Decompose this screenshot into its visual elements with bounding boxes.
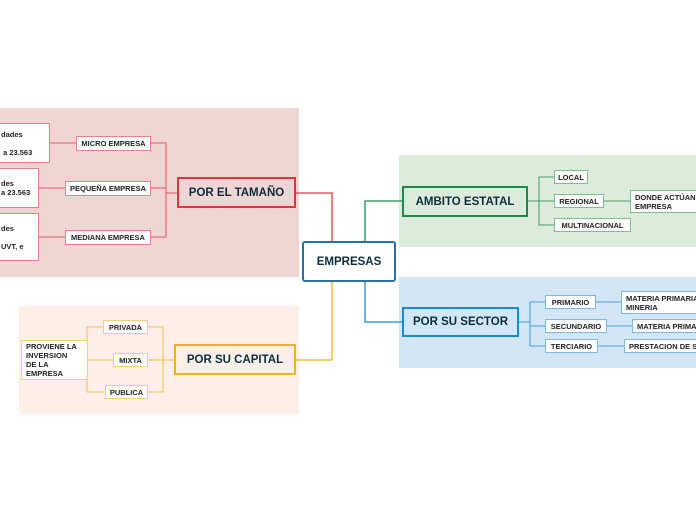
subtopic-primario[interactable]: PRIMARIO <box>545 295 596 309</box>
subtopic-multinacional[interactable]: MULTINACIONAL <box>554 218 631 232</box>
detail-materia-primaria-mineria[interactable]: MATERIA PRIMARIA MINERIA <box>621 291 696 314</box>
subtopic-pequena-empresa[interactable]: PEQUEÑA EMPRESA <box>65 181 151 196</box>
topic-por-su-capital[interactable]: POR SU CAPITAL <box>174 344 296 375</box>
subtopic-regional[interactable]: REGIONAL <box>554 194 604 208</box>
wire-center-tamano <box>296 192 333 241</box>
topic-ambito-estatal[interactable]: AMBITO ESTATAL <box>402 186 528 217</box>
subtopic-micro-empresa[interactable]: MICRO EMPRESA <box>76 136 151 151</box>
detail-materia-prima[interactable]: MATERIA PRIMA <box>632 319 696 333</box>
subtopic-mixta[interactable]: MIXTA <box>113 353 148 367</box>
subtopic-terciario[interactable]: TERCIARIO <box>545 339 598 353</box>
subtopic-local[interactable]: LOCAL <box>554 170 588 184</box>
detail-proviene-la-inversion[interactable]: PROVIENE LA INVERSION DE LA EMPRESA <box>21 340 88 380</box>
wire-center-sector <box>364 281 402 323</box>
wire-center-capital <box>296 281 333 361</box>
detail-donde-actuan[interactable]: DONDE ACTÚAN EMPRESA <box>630 190 696 213</box>
subtopic-mediana-empresa[interactable]: MEDIANA EMPRESA <box>65 230 151 245</box>
topic-por-el-tamano[interactable]: POR EL TAMAÑO <box>177 177 296 208</box>
subtopic-secundario[interactable]: SECUNDARIO <box>545 319 607 333</box>
topic-por-su-sector[interactable]: POR SU SECTOR <box>402 307 519 337</box>
detail-mediana-empresa[interactable]: des UVT, e <box>0 213 39 261</box>
wire-center-estatal <box>364 200 402 241</box>
subtopic-publica[interactable]: PUBLICA <box>105 385 148 399</box>
subtopic-privada[interactable]: PRIVADA <box>103 320 148 334</box>
detail-prestacion-de-servicios[interactable]: PRESTACION DE S <box>624 339 696 353</box>
center-topic-empresas[interactable]: EMPRESAS <box>302 241 396 282</box>
detail-micro-empresa[interactable]: dades a 23.563 <box>0 123 50 163</box>
detail-pequena-empresa[interactable]: des a 23.563 <box>0 168 39 208</box>
